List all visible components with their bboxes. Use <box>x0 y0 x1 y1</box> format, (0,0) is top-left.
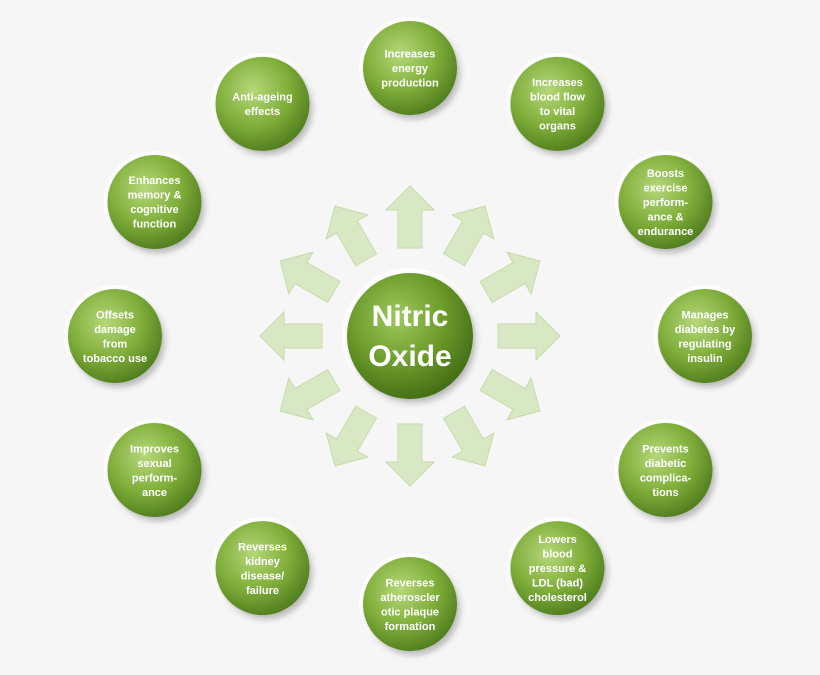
benefit-label-line: ance & <box>647 212 683 224</box>
benefit-label-line: Enhances <box>129 175 181 187</box>
benefit-node-sexual: Improves sexual perform-ance <box>103 419 206 521</box>
arrow-memory <box>279 251 341 304</box>
benefit-label-line: exercise <box>643 183 687 195</box>
center-node: Nitric Oxide <box>342 268 478 404</box>
benefit-label-line: formation <box>385 621 436 633</box>
benefit-label-line: complica- <box>640 472 692 484</box>
benefit-label-line: perform- <box>132 472 178 484</box>
benefit-circle <box>618 423 713 517</box>
benefit-label-line: disease/ <box>241 570 284 582</box>
benefit-label-line: effects <box>245 106 280 118</box>
benefit-circle <box>215 521 310 616</box>
benefit-label-line: memory & <box>128 190 182 202</box>
benefit-circle <box>510 56 605 151</box>
benefit-label-line: diabetes by <box>675 324 736 336</box>
benefit-node-anti-ageing: Anti-ageing effects <box>211 52 314 155</box>
benefit-label-line: sexual <box>137 458 171 470</box>
benefit-label-line: Increases <box>532 77 583 89</box>
benefit-label-line: to vital <box>540 106 575 118</box>
arrow-tobacco <box>259 310 323 362</box>
center-label-line-2: Oxide <box>368 340 451 373</box>
benefit-label-line: blood <box>543 549 573 561</box>
arrows-layer <box>259 185 561 487</box>
benefit-label-line: Offsets <box>96 309 134 321</box>
arrow-kidney <box>325 405 378 467</box>
benefit-label-line: damage <box>94 324 136 336</box>
benefit-label-line: insulin <box>687 353 723 365</box>
benefit-circle <box>107 155 202 249</box>
benefit-circle <box>510 521 605 616</box>
benefit-label-line: tions <box>652 487 678 499</box>
arrow-blood-flow <box>442 205 495 267</box>
benefit-circle <box>68 289 162 383</box>
benefit-node-blood-pressure: Lowers blood pressure & LDL (bad) cholestero… <box>506 517 609 620</box>
benefit-label-line: Anti-ageing <box>232 92 293 104</box>
benefit-label-line: Increases <box>385 49 436 61</box>
benefit-circle <box>363 557 457 651</box>
center-label-line-1: Nitric <box>372 300 449 333</box>
benefit-label-line: Prevents <box>642 443 688 455</box>
benefit-node-exercise: Boosts exercise perform-ance & endurance <box>614 151 717 253</box>
arrow-exercise <box>479 251 541 304</box>
arrow-sexual <box>279 368 341 421</box>
benefit-node-tobacco: Offsets damage from tobacco use <box>64 285 166 387</box>
benefit-label-line: energy <box>392 63 429 75</box>
benefit-label-line: ance <box>142 487 167 499</box>
benefit-label-line: diabetic <box>645 458 687 470</box>
benefit-label-line: regulating <box>678 338 731 350</box>
benefit-nodes: Increases energy production Increases blood … <box>64 17 756 655</box>
benefit-label-line: function <box>133 219 177 231</box>
arrow-blood-pressure <box>442 405 495 467</box>
arrow-atherosclerotic <box>384 423 436 487</box>
benefit-label-line: Manages <box>681 309 728 321</box>
benefit-node-diabetic-complications: Prevents diabetic complica-tions <box>614 419 717 521</box>
benefit-label-line: perform- <box>643 197 689 209</box>
benefit-label-line: otic plaque <box>381 606 439 618</box>
benefit-label-line: cholesterol <box>528 592 587 604</box>
benefit-label-line: tobacco use <box>83 353 147 365</box>
arrow-anti-ageing <box>325 205 378 267</box>
arrow-energy <box>384 185 436 249</box>
benefit-label-line: Reverses <box>386 577 435 589</box>
benefit-label-line: Boosts <box>647 168 684 180</box>
benefit-label-line: failure <box>246 585 279 597</box>
benefit-circle <box>215 56 310 151</box>
center-circle <box>347 273 473 399</box>
arrow-diabetes <box>497 310 561 362</box>
benefit-label-line: blood flow <box>530 92 585 104</box>
benefit-circle <box>658 289 752 383</box>
benefit-label-line: Improves <box>130 443 179 455</box>
benefit-label-line: atheroscler <box>380 592 440 604</box>
benefit-label-line: LDL (bad) <box>532 578 583 590</box>
benefit-label-line: pressure & <box>529 563 587 575</box>
benefit-label-line: organs <box>539 121 576 133</box>
benefit-label-line: from <box>103 338 128 350</box>
benefit-node-diabetes: Manages diabetes by regulating insulin <box>654 285 756 387</box>
benefit-label-line: endurance <box>638 226 694 238</box>
benefit-label-line: cognitive <box>130 204 178 216</box>
benefit-label-line: Reverses <box>238 541 287 553</box>
benefit-node-energy: Increases energy production <box>359 17 461 119</box>
benefit-label-line: Lowers <box>538 534 577 546</box>
benefit-circle <box>107 423 202 517</box>
benefit-node-atherosclerotic: Reverses atheroscler otic plaque formation <box>359 553 461 655</box>
benefit-node-kidney: Reverses kidney disease/failure <box>211 517 314 620</box>
benefit-circle <box>363 21 457 115</box>
benefit-label-line: production <box>381 78 439 90</box>
benefit-node-memory: Enhances memory & cognitive function <box>103 151 206 253</box>
benefit-node-blood-flow: Increases blood flow to vital organs <box>506 52 609 155</box>
arrow-diabetic-complications <box>479 368 541 421</box>
benefit-label-line: kidney <box>245 556 281 568</box>
benefit-circle <box>618 155 713 249</box>
